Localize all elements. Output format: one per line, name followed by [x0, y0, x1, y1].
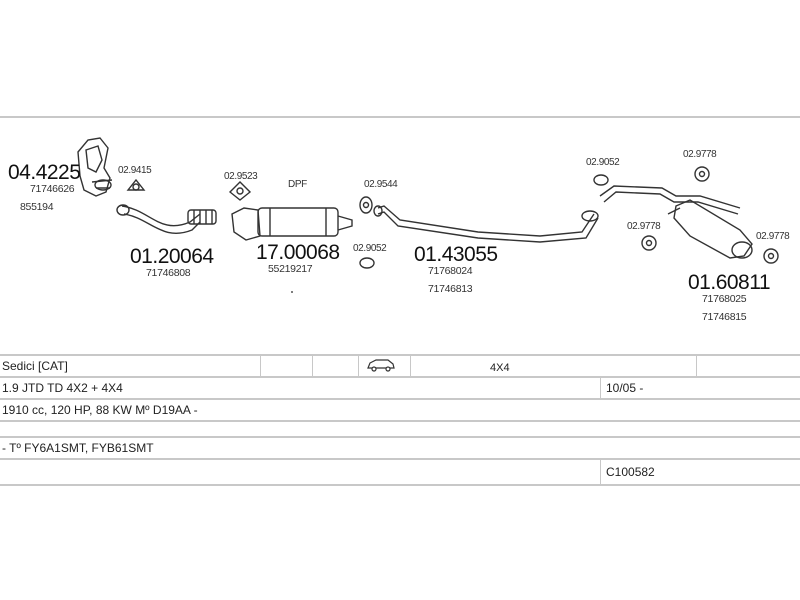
part-ref: 71746808	[146, 267, 191, 279]
catalytic-converter-part[interactable]	[77, 137, 113, 197]
type-cell: - Tº FY6A1SMT, FYB61SMT	[2, 441, 154, 455]
engine-cell: 1.9 JTD TD 4X2 + 4X4	[2, 381, 123, 395]
gasket-part[interactable]	[126, 178, 146, 191]
clamp-part[interactable]	[593, 174, 609, 186]
part-ref: 71746813	[428, 283, 473, 295]
part-tag: DPF	[288, 179, 307, 190]
date-cell: 10/05 -	[606, 381, 644, 395]
table-row: 1.9 JTD TD 4X2 + 4X4 10/05 -	[0, 378, 800, 400]
drive-cell: 4X4	[490, 362, 510, 374]
clamp-part[interactable]	[359, 257, 375, 269]
table-row	[0, 422, 800, 438]
part-ref: 71768024	[428, 265, 473, 277]
part-ref: 55219217	[268, 263, 313, 275]
part-code: 01.60811	[688, 271, 771, 294]
part-code: 01.20064	[130, 245, 214, 268]
part-ref: 71746626	[30, 183, 75, 195]
part-ref: 71768025	[702, 293, 747, 305]
table-row: 1910 cc, 120 HP, 88 KW Mº D19AA -	[0, 400, 800, 422]
part-ref: 855194	[20, 201, 54, 213]
cell-divider	[410, 356, 411, 376]
part-code: 02.9415	[118, 165, 152, 176]
gasket-part[interactable]	[228, 181, 252, 201]
rear-muffler-part[interactable]	[599, 185, 753, 259]
exhaust-drawing	[77, 137, 779, 293]
dpf-part[interactable]	[231, 207, 353, 241]
hanger-part[interactable]	[694, 166, 710, 182]
part-code: 02.9778	[627, 221, 661, 232]
dot-mark	[291, 291, 293, 293]
part-code: 02.9544	[364, 179, 398, 190]
part-code: 01.43055	[414, 243, 498, 266]
cell-divider	[260, 356, 261, 376]
part-ref: 71746815	[702, 311, 747, 323]
spec-cell: 1910 cc, 120 HP, 88 KW Mº D19AA -	[2, 403, 198, 417]
model-cell: Sedici [CAT]	[2, 359, 68, 373]
cell-divider	[312, 356, 313, 376]
part-code: 17.00068	[256, 241, 340, 264]
catalog-cell: C100582	[606, 465, 655, 479]
part-code: 02.9778	[683, 149, 717, 160]
hanger-part[interactable]	[763, 248, 779, 264]
part-code: 02.9052	[353, 243, 387, 254]
part-code: 02.9778	[756, 231, 790, 242]
table-row: Sedici [CAT] 4X4	[0, 354, 800, 378]
car-icon	[364, 358, 396, 378]
table-row: C100582	[0, 460, 800, 486]
gasket-part[interactable]	[359, 196, 373, 214]
top-border	[0, 116, 800, 118]
cell-divider	[600, 460, 601, 484]
hanger-part[interactable]	[641, 235, 657, 251]
middle-pipe-part[interactable]	[373, 205, 599, 243]
cell-divider	[358, 356, 359, 376]
table-row: - Tº FY6A1SMT, FYB61SMT	[0, 438, 800, 460]
cell-divider	[696, 356, 697, 376]
front-pipe-part[interactable]	[116, 204, 217, 235]
part-code: 02.9052	[586, 157, 620, 168]
part-code: 02.9523	[224, 171, 258, 182]
cell-divider	[600, 378, 601, 398]
part-code: 04.4225	[8, 161, 81, 184]
